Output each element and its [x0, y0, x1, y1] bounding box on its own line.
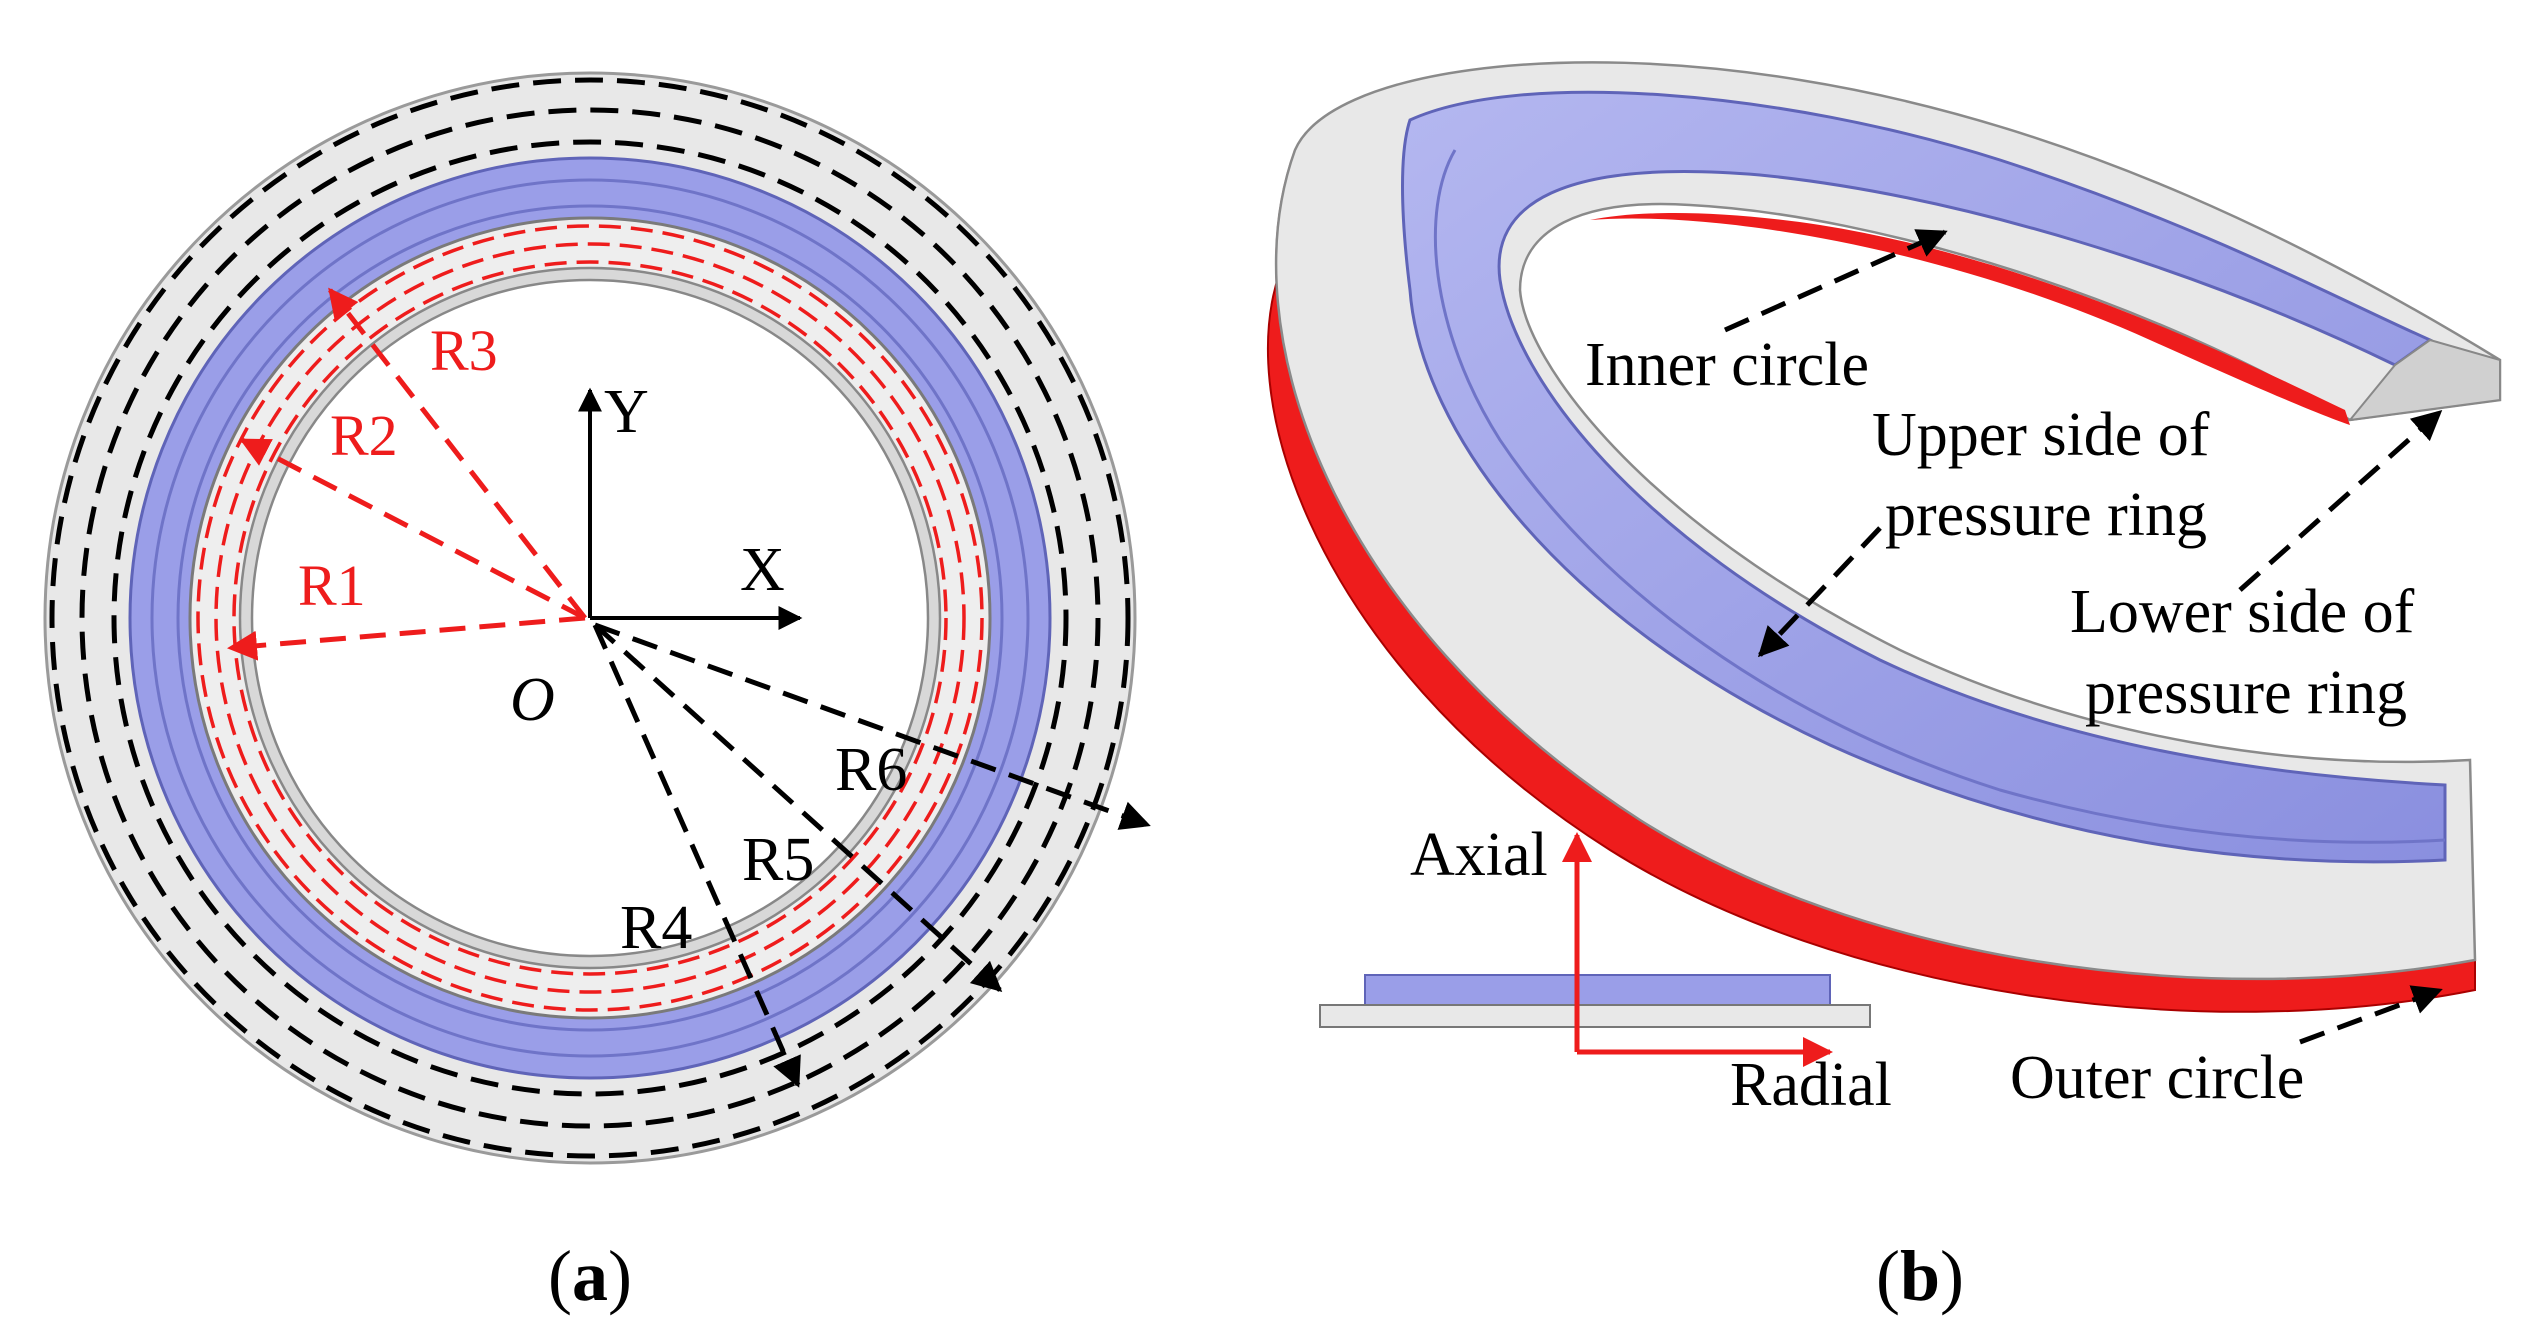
r6-label: R6: [835, 736, 907, 804]
lower-side-label-line1: Lower side of: [2070, 578, 2415, 646]
axial-label: Axial: [1410, 821, 1548, 889]
x-axis-label: X: [740, 536, 785, 604]
panel-b: Inner circle Upper side of pressure ring…: [1267, 61, 2502, 1316]
r5-label: R5: [742, 826, 814, 894]
profile-blue-top: [1364, 974, 1831, 1006]
ring-blue-band: [1401, 90, 2447, 864]
r5-arrow: [593, 623, 1003, 993]
origin-label: O: [510, 666, 555, 734]
panel-a: Y X O R1 R2 R3 R4 R5 R6 (a): [43, 71, 1151, 1316]
inner-circle-label: Inner circle: [1585, 331, 1869, 399]
r6-arrow: [594, 622, 1151, 830]
r1-arrow: [227, 615, 586, 661]
y-axis-label: Y: [604, 378, 649, 446]
dashed-circle-r5: [79, 107, 1101, 1129]
caption-b: (b): [1876, 1236, 1964, 1316]
inner-circle-arrow: [1723, 229, 1948, 333]
profile-gray-base: [1319, 1004, 1871, 1028]
r4-label: R4: [620, 894, 692, 962]
outer-circle-label: Outer circle: [2010, 1044, 2304, 1112]
upper-side-label-line1: Upper side of: [1872, 401, 2210, 469]
r1-label: R1: [298, 553, 366, 618]
caption-a: (a): [548, 1236, 632, 1316]
upper-side-arrow: [1757, 526, 1882, 658]
blue-ring-groove-inner: [176, 204, 1004, 1032]
dashed-circle-r4: [111, 139, 1069, 1097]
blue-ring-groove-outer: [150, 178, 1030, 1058]
outer-circle-arrow: [2299, 985, 2443, 1045]
ring-gray-face: [1274, 61, 2502, 981]
ring-cut-end: [2347, 338, 2501, 422]
lower-side-arrow: [2238, 410, 2443, 592]
radial-label: Radial: [1730, 1051, 1892, 1119]
dashed-circle-r2: [214, 242, 966, 994]
r2-label: R2: [330, 403, 398, 468]
r4-arrow: [592, 623, 801, 1088]
r3-arrow: [328, 287, 587, 620]
lower-side-label-line2: pressure ring: [2085, 659, 2407, 727]
dashed-circle-r6: [49, 77, 1131, 1159]
ring-blue-groove: [1433, 149, 2446, 844]
r2-arrow: [239, 437, 587, 621]
upper-side-label-line2: pressure ring: [1885, 481, 2207, 549]
r3-label: R3: [430, 318, 498, 383]
dashed-circle-r1: [232, 260, 948, 976]
dashed-circle-r3: [196, 224, 984, 1012]
